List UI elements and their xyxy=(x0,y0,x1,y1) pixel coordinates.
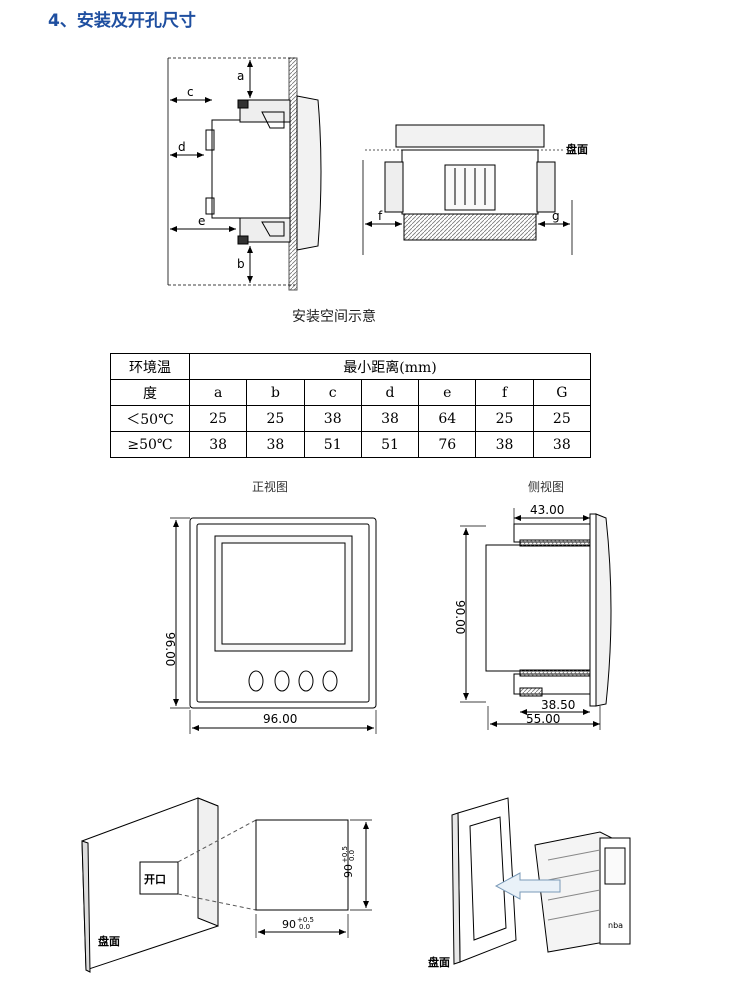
front-view-title: 正视图 xyxy=(252,480,289,494)
label-c: c xyxy=(187,85,194,99)
side-view-drawing xyxy=(460,508,612,730)
cutout-drawing xyxy=(81,797,372,973)
panel-label-mounting: 盘面 xyxy=(428,955,450,969)
table-cell: 38 xyxy=(475,431,534,458)
label-d: d xyxy=(178,140,186,154)
front-width-dim: 96.00 xyxy=(263,712,297,726)
device-label: nba xyxy=(608,921,623,930)
mounting-drawing xyxy=(451,797,631,965)
table-header-cell: b xyxy=(246,379,305,406)
table-row: ＜50℃ 25 25 38 38 64 25 25 xyxy=(110,405,592,432)
side-dim-bottom: 55.00 xyxy=(526,712,560,726)
distance-table: 环境温 最小距离(mm) 度 a b c d e f G ＜50℃ 25 25 … xyxy=(110,353,592,458)
table-header-cell: 环境温 xyxy=(110,353,190,380)
label-f: f xyxy=(378,209,383,223)
table-header-cell: 度 xyxy=(110,379,190,406)
cutout-width-tol-minus: 0.0 xyxy=(299,923,310,931)
table-cell: 25 xyxy=(188,405,248,432)
table-row: ≥50℃ 38 38 51 51 76 38 38 xyxy=(110,431,592,458)
install-side-drawing xyxy=(167,57,322,291)
table-cell: 38 xyxy=(532,431,592,458)
table-cell: 38 xyxy=(188,431,248,458)
table-cell: 38 xyxy=(246,431,305,458)
install-top-drawing xyxy=(362,124,573,255)
front-height-dim: 96.00 xyxy=(163,632,177,666)
table-header-cell: 最小距离(mm) xyxy=(189,353,591,380)
table-header-cell: f xyxy=(475,379,534,406)
table-header-cell: c xyxy=(303,379,362,406)
table-row: 度 a b c d e f G xyxy=(110,379,592,406)
side-dim-mid: 38.50 xyxy=(541,698,575,712)
table-cell: 64 xyxy=(418,405,477,432)
table-cell: 25 xyxy=(246,405,305,432)
side-height-dim: 90.00 xyxy=(453,600,467,634)
cutout-height-tol-plus: +0.5 xyxy=(341,846,349,863)
table-header-cell: a xyxy=(188,379,248,406)
table-cell: 51 xyxy=(360,431,420,458)
panel-label-top: 盘面 xyxy=(566,142,588,156)
label-a: a xyxy=(237,69,244,83)
table-cell: 25 xyxy=(475,405,534,432)
install-caption: 安装空间示意 xyxy=(292,309,376,325)
table-header-cell: e xyxy=(418,379,477,406)
cutout-height-tol-minus: 0.0 xyxy=(348,850,356,861)
section-title: 4、安装及开孔尺寸 xyxy=(48,11,196,31)
opening-label: 开口 xyxy=(144,873,166,886)
table-row: 环境温 最小距离(mm) xyxy=(110,353,591,380)
table-cell: ≥50℃ xyxy=(110,431,190,458)
table-cell: 38 xyxy=(360,405,420,432)
table-header-cell: d xyxy=(360,379,420,406)
table-header-cell: G xyxy=(532,379,592,406)
label-g: g xyxy=(552,209,560,223)
side-top-dim: 43.00 xyxy=(530,503,564,517)
cutout-width-dim: 90 xyxy=(282,918,296,931)
panel-label-cutout: 盘面 xyxy=(98,934,120,948)
cutout-width-tol-plus: +0.5 xyxy=(297,916,314,924)
table-cell: ＜50℃ xyxy=(110,405,190,432)
label-e: e xyxy=(198,214,205,228)
label-b: b xyxy=(237,257,245,271)
side-view-title: 侧视图 xyxy=(528,480,565,494)
table-cell: 38 xyxy=(303,405,362,432)
table-cell: 25 xyxy=(532,405,592,432)
table-cell: 51 xyxy=(303,431,362,458)
front-view-drawing xyxy=(170,517,377,734)
cutout-height-dim: 90 xyxy=(342,864,355,878)
table-cell: 76 xyxy=(418,431,477,458)
